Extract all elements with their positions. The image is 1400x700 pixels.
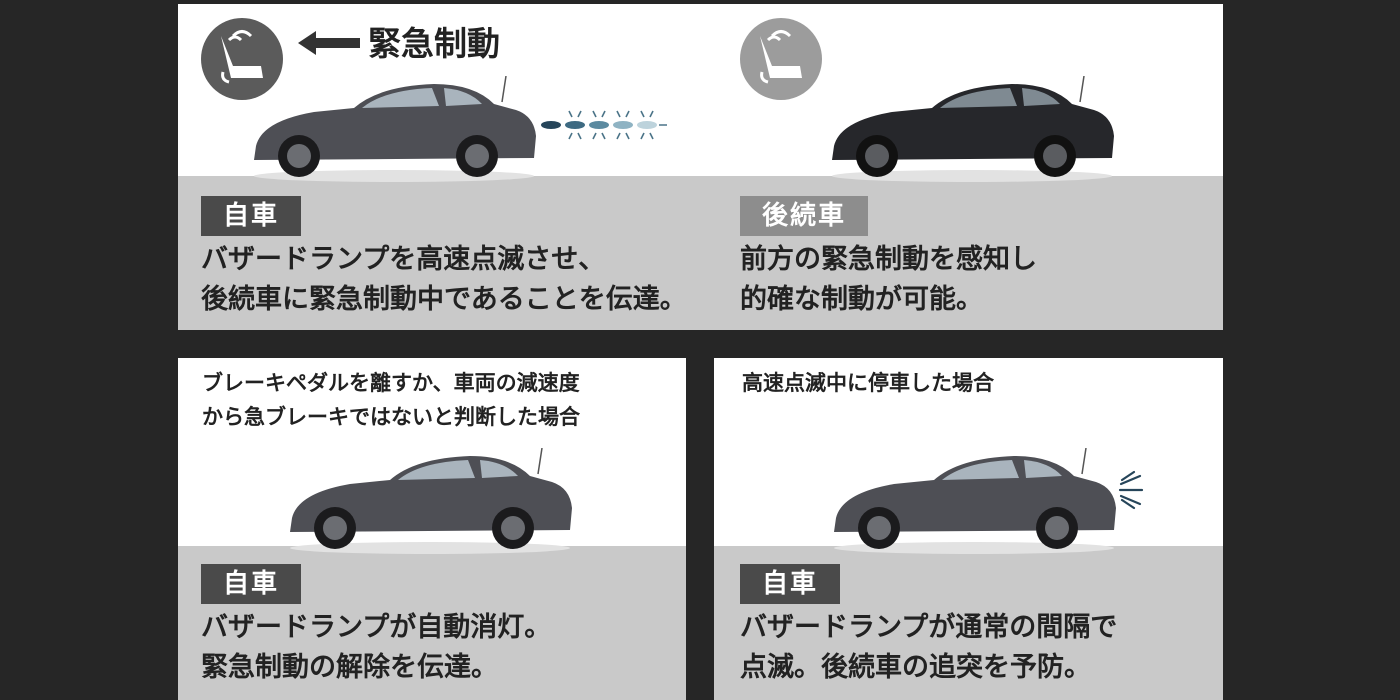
hazard-light-flash-icon [541,110,667,140]
following-car-description-line-2: 的確な制動が可能。 [740,284,983,315]
release-description-line-1: バザードランプが自動消灯。 [201,612,552,643]
own-car-description-line-2: 後続車に緊急制動中であることを伝達。 [201,284,687,315]
brake-pedal-icon [740,18,822,100]
brake-pedal-icon [201,18,283,100]
own-car-tag: 自車 [740,564,841,604]
release-condition-line-2: から急ブレーキではないと判断した場合 [202,405,580,429]
release-condition-line-1: ブレーキペダルを離すか、車両の減速度 [202,371,580,395]
top-panel-lower [178,176,1223,330]
bottom-right-panel: 高速点滅中に停車した場合 自車 バザードランプが通常の間隔で 点滅。後続車の追突… [714,358,1223,700]
emergency-braking-caption: 緊急制動 [368,24,500,63]
arrow-left-icon [298,31,360,55]
own-car-illustration [254,76,536,182]
own-car-description-line-1: バザードランプを高速点滅させ、 [201,244,606,275]
own-car-tag: 自車 [201,196,302,236]
top-panel: 緊急制動 自車 バザードランプを高速点滅させ、 後続車に緊急制動中であることを伝… [178,4,1223,330]
stopped-condition-line-1: 高速点滅中に停車した場合 [742,371,994,395]
own-car-illustration [834,448,1116,554]
following-car-tag: 後続車 [740,196,869,236]
bottom-left-panel: ブレーキペダルを離すか、車両の減速度 から急ブレーキではないと判断した場合 自車… [178,358,686,700]
own-car-tag: 自車 [201,564,302,604]
own-car-illustration [290,448,572,554]
hazard-light-flash-icon [1118,470,1144,510]
release-description-line-2: 緊急制動の解除を伝達。 [201,652,498,683]
following-car-description-line-1: 前方の緊急制動を感知し [740,244,1037,275]
stopped-description-line-2: 点滅。後続車の追突を予防。 [740,652,1091,683]
stopped-description-line-1: バザードランプが通常の間隔で [740,612,1118,643]
following-car-illustration [832,76,1114,182]
